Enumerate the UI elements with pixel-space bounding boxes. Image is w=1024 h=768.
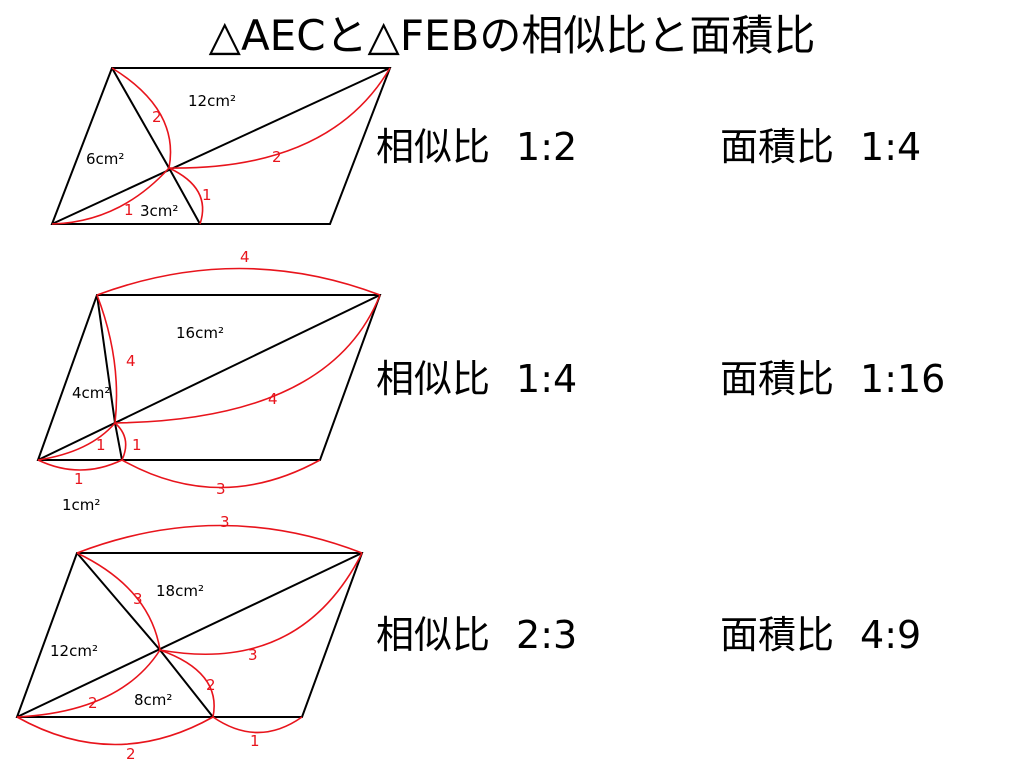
figure-1-area-label: 3cm² [140, 202, 178, 220]
figure-3-diagonal [16, 552, 363, 718]
figure-1-length-label: 2 [272, 148, 282, 166]
figure-3: 18cm² 12cm² 8cm² 3 3 3 2 2 2 1 [15, 513, 364, 763]
area-ratio-row-2: 面積比 1:16 [720, 356, 945, 402]
figure-2-length-label: 1 [132, 436, 142, 454]
area-ratio-label: 面積比 [720, 357, 835, 401]
similarity-ratio-row-3: 相似比 2:3 [376, 612, 577, 658]
page-title: △AECと△FEBの相似比と面積比 [208, 11, 816, 60]
area-ratio-value: 1:4 [860, 125, 922, 169]
similarity-ratio-row-2: 相似比 1:4 [376, 356, 577, 402]
figure-1-diagonal [51, 67, 391, 225]
similarity-ratio-value: 2:3 [516, 613, 578, 657]
figure-3-area-label: 12cm² [50, 642, 98, 660]
figure-2-area-label: 1cm² [62, 496, 100, 514]
figure-3-length-label: 3 [133, 590, 143, 608]
area-ratio-row-3: 面積比 4:9 [720, 612, 921, 658]
figure-2-black-lines [36, 294, 382, 461]
figure-2-length-label: 1 [74, 470, 84, 488]
figure-1-length-label: 1 [202, 186, 212, 204]
figure-2-length-label: 4 [268, 390, 278, 408]
figure-1-red-arcs [51, 67, 391, 225]
similarity-ratio-label: 相似比 [376, 125, 491, 169]
figure-2: 16cm² 4cm² 1cm² 4 4 4 1 1 1 3 [36, 248, 382, 514]
figure-2-length-label: 1 [96, 436, 106, 454]
figure-2-area-label: 16cm² [176, 324, 224, 342]
similarity-ratio-value: 1:4 [516, 357, 578, 401]
figure-3-area-label: 18cm² [156, 582, 204, 600]
figure-2-length-label: 4 [240, 248, 250, 266]
similarity-ratio-row-1: 相似比 1:2 [376, 124, 577, 170]
figure-3-length-label: 2 [126, 745, 136, 763]
area-ratio-value: 1:16 [860, 357, 946, 401]
figure-2-length-label: 3 [216, 480, 226, 498]
area-ratio-label: 面積比 [720, 613, 835, 657]
figure-3-red-arcs [16, 524, 363, 746]
area-ratio-label: 面積比 [720, 125, 835, 169]
figure-3-area-label: 8cm² [134, 691, 172, 709]
figure-3-black-lines [15, 552, 364, 718]
figure-3-length-label: 3 [248, 646, 258, 664]
figure-2-diagonal [37, 294, 381, 461]
similarity-ratio-value: 1:2 [516, 125, 578, 169]
area-ratio-value: 4:9 [860, 613, 922, 657]
figure-1: 12cm² 6cm² 3cm² 2 2 1 1 [50, 67, 392, 225]
area-ratio-row-1: 面積比 1:4 [720, 124, 921, 170]
figure-2-area-label: 4cm² [72, 384, 110, 402]
figure-1-length-label: 1 [124, 201, 134, 219]
figure-1-parallelogram [50, 67, 392, 225]
figure-3-length-label: 2 [88, 694, 98, 712]
figure-1-area-label: 12cm² [188, 92, 236, 110]
figure-3-length-label: 1 [250, 732, 260, 750]
figure-3-length-label: 3 [220, 513, 230, 531]
similarity-ratio-label: 相似比 [376, 613, 491, 657]
figure-1-length-label: 2 [152, 108, 162, 126]
figure-3-length-label: 2 [206, 676, 216, 694]
figure-2-length-label: 4 [126, 352, 136, 370]
figure-1-area-label: 6cm² [86, 150, 124, 168]
similarity-ratio-label: 相似比 [376, 357, 491, 401]
figure-2-red-arcs [37, 267, 381, 489]
